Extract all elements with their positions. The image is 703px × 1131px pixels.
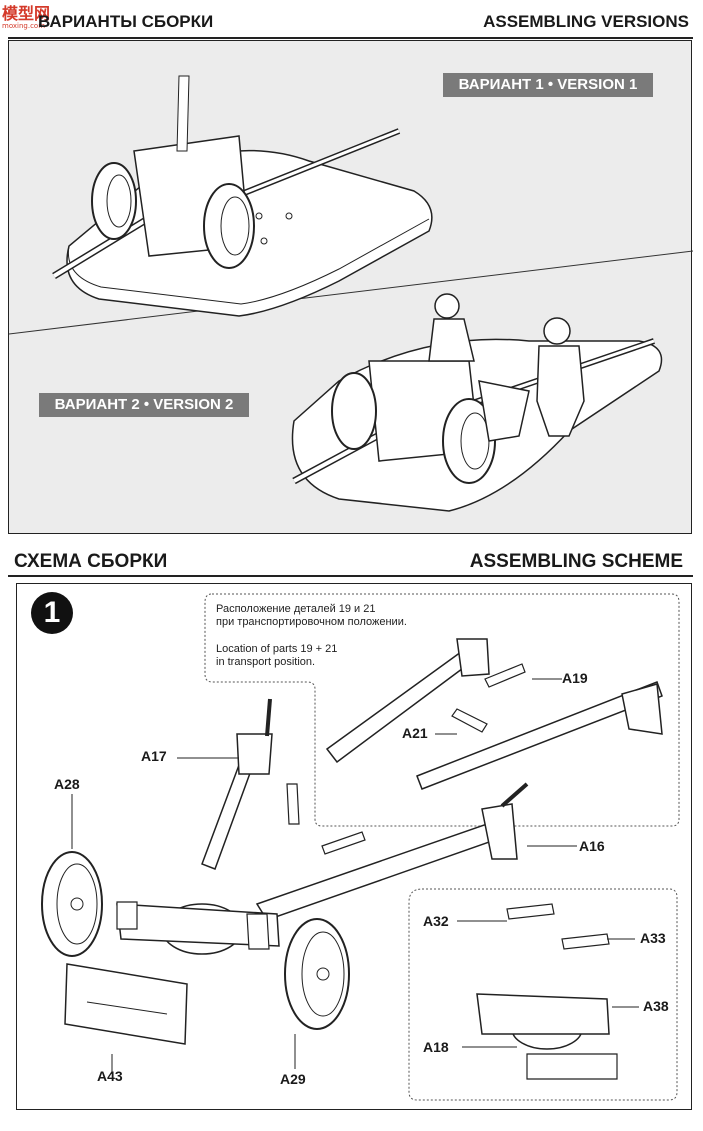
callout-a21: A21	[402, 725, 428, 741]
note-en-line1: Location of parts 19 + 21	[216, 643, 338, 655]
note-ru-line1: Расположение деталей 19 и 21	[216, 603, 376, 615]
versions-illustration	[8, 75, 694, 512]
note-ru-line2: при транспортировочном положении.	[216, 616, 407, 628]
logo-graphic: 模型网 moxing.com	[0, 0, 72, 30]
callout-a38: A38	[643, 998, 669, 1014]
scheme-illustration	[41, 593, 680, 1101]
callout-a43: A43	[97, 1068, 123, 1084]
site-logo: 模型网 moxing.com	[0, 0, 72, 30]
transport-note: Расположение деталей 19 и 21 при транспо…	[216, 603, 446, 669]
callout-a16: A16	[579, 838, 605, 854]
scheme-header-rule	[8, 575, 693, 577]
callout-a17: A17	[141, 748, 167, 764]
scheme-title-en: ASSEMBLING SCHEME	[469, 551, 683, 572]
svg-text:模型网: 模型网	[2, 4, 50, 23]
versions-title-ru: ВАРИАНТЫ СБОРКИ	[38, 12, 214, 31]
versions-title-en: ASSEMBLING VERSIONS	[483, 12, 689, 31]
version1-gun-illustration	[52, 75, 433, 317]
version1-badge: ВАРИАНТ 1 • VERSION 1	[443, 73, 653, 97]
note-en-line2: in transport position.	[216, 656, 316, 668]
callout-a19: A19	[562, 670, 588, 686]
versions-panel	[8, 40, 694, 534]
scheme-panel	[16, 583, 692, 1110]
version2-gun-illustration	[291, 293, 663, 512]
callout-a33: A33	[640, 930, 666, 946]
scheme-title-ru: СХЕМА СБОРКИ	[14, 551, 168, 572]
step-number-badge: 1	[31, 592, 73, 634]
callout-a32: A32	[423, 913, 449, 929]
callout-a29: A29	[280, 1071, 306, 1087]
svg-text:moxing.com: moxing.com	[2, 22, 45, 30]
header-rule	[8, 37, 693, 39]
version2-badge: ВАРИАНТ 2 • VERSION 2	[39, 393, 249, 417]
callout-a28: A28	[54, 776, 80, 792]
callout-a18: A18	[423, 1039, 449, 1055]
